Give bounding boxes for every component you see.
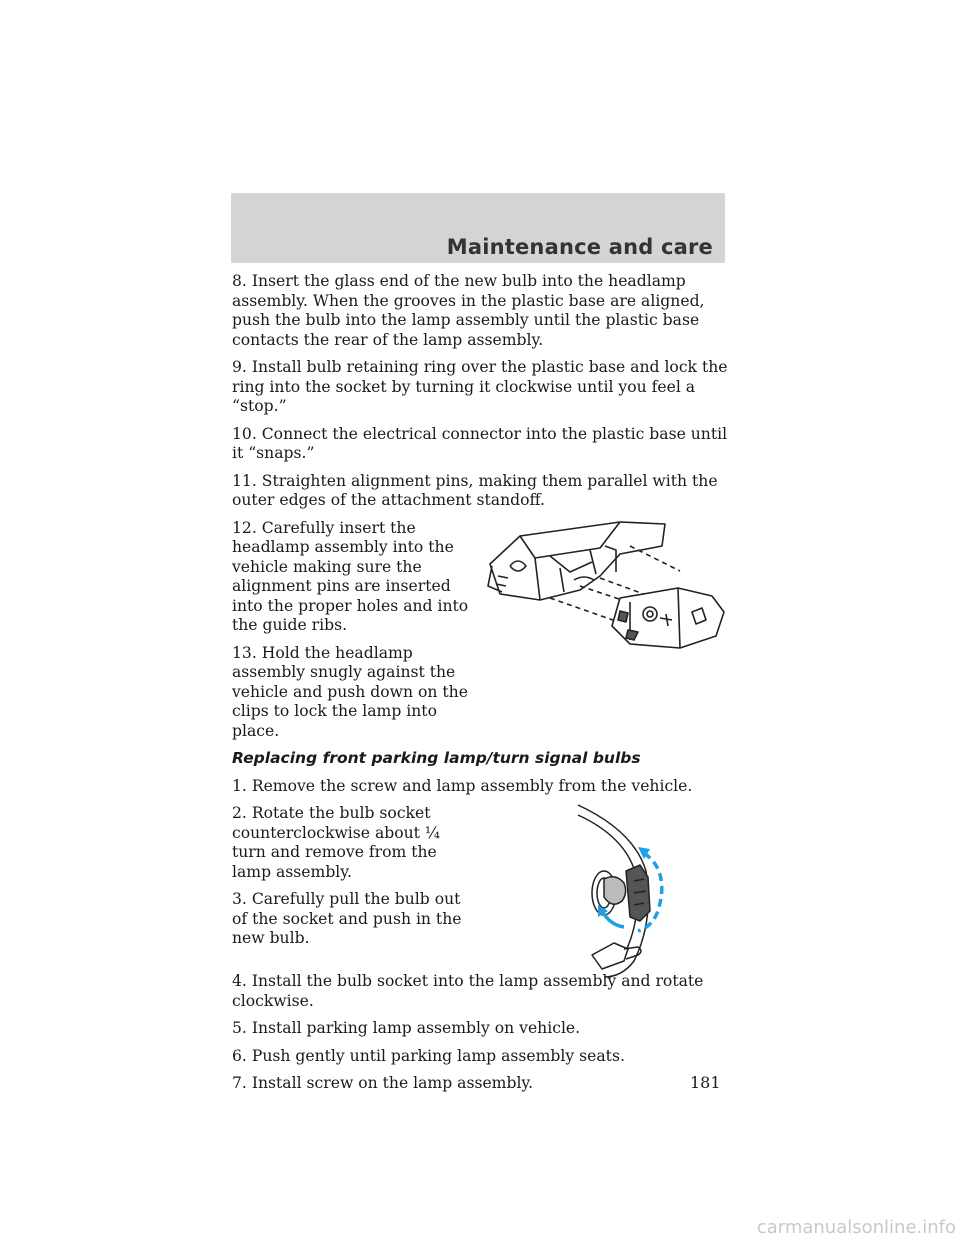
parking-step-2: 2. Rotate the bulb socket counterclockwi… [232, 804, 441, 881]
step-8: 8. Insert the glass end of the new bulb … [232, 272, 705, 349]
page-number: 181 [690, 1073, 721, 1092]
section-header-band: Maintenance and care [231, 193, 725, 263]
section-title: Maintenance and care [446, 235, 713, 259]
step-11: 11. Straighten alignment pins, making th… [232, 471, 718, 510]
step-9: 9. Install bulb retaining ring over the … [232, 358, 728, 415]
parking-step-4: 4. Install the bulb socket into the lamp… [232, 972, 704, 1010]
parking-lamp-socket-illustration [577, 804, 664, 978]
parking-step-3: 3. Carefully pull the bulb out of the so… [232, 890, 462, 947]
headlamp-assembly-illustration [487, 520, 725, 649]
parking-step-1: 1. Remove the screw and lamp assembly fr… [232, 776, 693, 795]
parking-step-6: 6. Push gently until parking lamp assemb… [232, 1046, 625, 1065]
parking-step-7: 7. Install screw on the lamp assembly. [232, 1074, 534, 1092]
step-12: 12. Carefully insert the headlamp assemb… [232, 518, 469, 635]
watermark: carmanualsonline.info [756, 1217, 956, 1238]
page-content: 8. Insert the glass end of the new bulb … [232, 272, 730, 1102]
parking-block: 2. Rotate the bulb socket counterclockwi… [232, 804, 730, 978]
step-10: 10. Connect the electrical connector int… [232, 424, 728, 463]
parking-section-title: Replacing front parking lamp/turn signal… [232, 749, 641, 767]
step-13: 13. Hold the headlamp assembly snugly ag… [232, 643, 468, 740]
headlamp-block: 12. Carefully insert the headlamp assemb… [232, 519, 730, 742]
parking-step-5: 5. Install parking lamp assembly on vehi… [232, 1019, 581, 1037]
